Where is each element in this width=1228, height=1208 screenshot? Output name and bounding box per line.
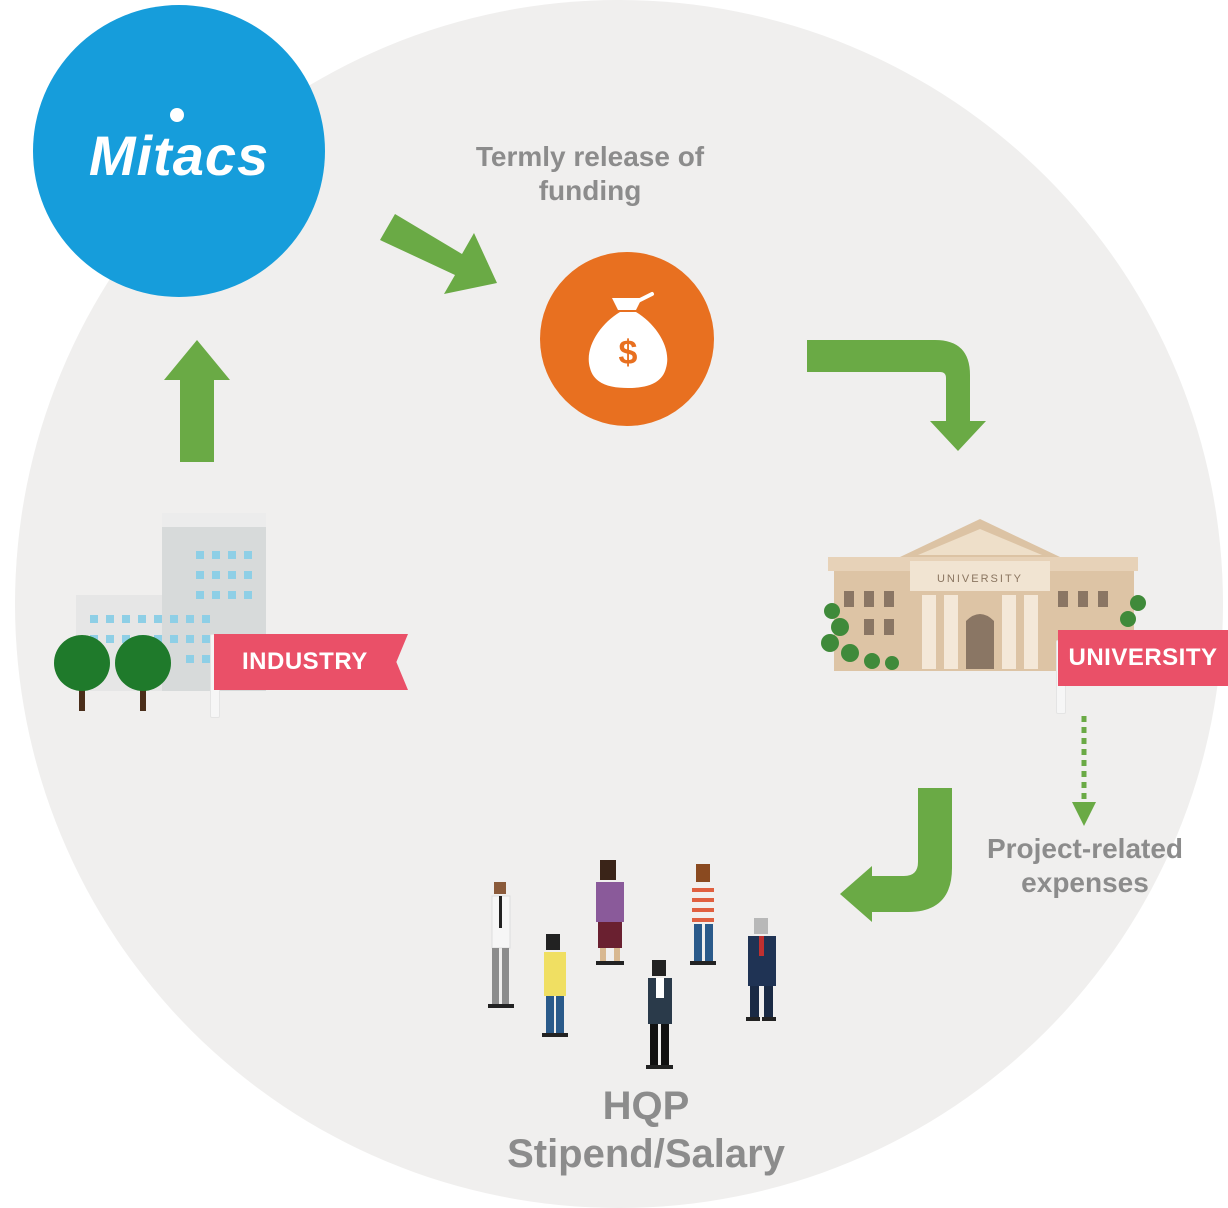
university-flag: UNIVERSITY — [1058, 630, 1228, 686]
person-6 — [746, 918, 776, 1021]
mitacs-logo: Mitacs — [33, 5, 325, 297]
logo-dot — [170, 108, 184, 122]
industry-flag: INDUSTRY — [214, 634, 408, 690]
dotted-arrow-expenses — [1072, 716, 1096, 826]
building-sign: UNIVERSITY — [937, 573, 1023, 585]
logo-text: Mitacs — [88, 124, 270, 187]
hqp-title: HQP — [602, 1084, 690, 1128]
arrow-university-to-hqp — [840, 788, 952, 922]
person-1 — [488, 882, 514, 1008]
hqp-label: HQP Stipend/Salary — [446, 1082, 846, 1178]
money-bag-icon: $ — [540, 252, 714, 426]
people-group-icon — [488, 860, 776, 1069]
person-2 — [542, 934, 568, 1037]
arrow-mitacs-to-funding — [380, 214, 497, 294]
hqp-subtitle: Stipend/Salary — [507, 1132, 785, 1176]
expenses-label: Project-related expenses — [986, 833, 1184, 899]
funding-label: Termly release of funding — [475, 141, 705, 207]
arrow-industry-to-mitacs — [164, 340, 230, 462]
person-4 — [646, 960, 673, 1069]
dollar-sign: $ — [619, 334, 638, 372]
person-5 — [690, 864, 716, 965]
arrow-funding-to-university — [807, 340, 986, 451]
flow-arrows — [164, 214, 1096, 922]
person-3 — [596, 860, 624, 965]
